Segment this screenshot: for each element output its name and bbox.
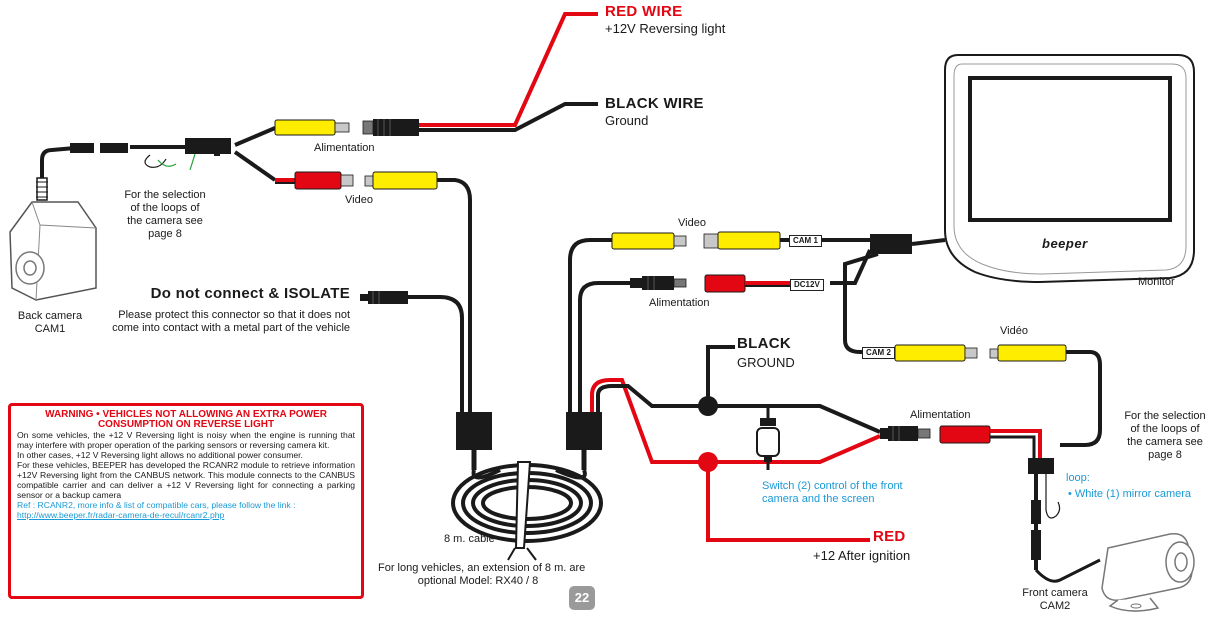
cam1-tag: CAM 1 xyxy=(789,235,822,247)
loops-note-back-line: For the selection xyxy=(124,189,206,201)
monitor-icon xyxy=(944,54,1195,284)
video-mid-label: Video xyxy=(678,217,706,229)
warning-box: WARNING • VEHICLES NOT ALLOWING AN EXTRA… xyxy=(8,403,364,599)
warning-title-line: WARNING • VEHICLES NOT ALLOWING AN EXTRA… xyxy=(45,409,327,420)
loops-note-front-line: page 8 xyxy=(1148,449,1182,461)
isolate-connector xyxy=(360,291,464,420)
back-camera-code: CAM1 xyxy=(34,323,66,335)
alimentation-top-label: Alimentation xyxy=(314,142,375,154)
warning-link[interactable]: http://www.beeper.fr/radar-camera-de-rec… xyxy=(17,510,225,520)
switch-label-line: Switch (2) control of the front xyxy=(762,480,903,492)
power-cable-right xyxy=(578,281,630,412)
long-vehicles-line: optional Model: RX40 / 8 xyxy=(417,575,539,587)
cable-coil-icon xyxy=(451,461,603,561)
red-cable-switch xyxy=(590,378,881,464)
alimentation-mid-label: Alimentation xyxy=(649,297,710,309)
front-camera-name: Front camera xyxy=(1022,587,1088,599)
alimentation-connector-right xyxy=(880,425,1042,460)
video-right-label: Vidéo xyxy=(1000,325,1028,337)
video-connector-mid xyxy=(611,231,870,250)
switch-label-line: camera and the screen xyxy=(762,493,875,505)
red-ignition-wire xyxy=(706,462,870,542)
black-ground-desc: GROUND xyxy=(737,355,795,370)
cam2-video-connector xyxy=(866,344,1102,447)
video-cable-left xyxy=(437,178,472,420)
protect-note-line: Please protect this connector so that it… xyxy=(118,309,350,321)
black-wire-desc: Ground xyxy=(605,113,649,128)
back-camera-connectors xyxy=(70,138,231,171)
loops-note-back-line: page 8 xyxy=(148,228,182,240)
protect-note: Please protect this connector so that it… xyxy=(60,309,350,335)
monitor-brand-logo: beeper xyxy=(1042,236,1088,251)
alimentation-connector-top xyxy=(274,119,419,136)
back-camera-cable xyxy=(40,126,277,182)
video-connector-top xyxy=(275,171,438,190)
back-camera-icon xyxy=(9,177,97,301)
monitor-label: Monitor xyxy=(1138,276,1175,288)
black-wire-title: BLACK WIRE xyxy=(605,95,704,112)
do-not-connect-label: Do not connect & ISOLATE xyxy=(150,285,350,302)
loop-item: • White (1) mirror camera xyxy=(1068,488,1192,500)
back-camera-label: Back camera CAM1 xyxy=(10,310,90,336)
loops-note-back-line: the camera see xyxy=(127,215,203,227)
dc12v-tag: DC12V xyxy=(790,279,824,291)
loops-note-front-line: of the loops of xyxy=(1130,423,1200,435)
red-ignition-desc: +12 After ignition xyxy=(813,548,911,563)
cable-plugs xyxy=(456,412,602,470)
ground-junction xyxy=(698,396,718,416)
video-cable-right xyxy=(568,238,612,412)
warning-paragraph: For these vehicles, BEEPER has developed… xyxy=(17,460,355,500)
loops-note-back-line: of the loops of xyxy=(130,202,200,214)
loops-note-back: For the selection of the loops of the ca… xyxy=(115,189,215,241)
page-number: 22 xyxy=(569,586,595,610)
black-ground-title: BLACK xyxy=(737,335,791,352)
red-wire-desc: +12V Reversing light xyxy=(605,21,726,36)
black-cable-switch xyxy=(596,384,881,434)
cable-length-label: 8 m. cable xyxy=(444,533,495,545)
long-vehicles-note: For long vehicles, an extension of 8 m. … xyxy=(378,562,586,588)
protect-note-line: come into contact with a metal part of t… xyxy=(112,322,350,334)
switch-icon xyxy=(756,406,780,470)
long-vehicles-line: For long vehicles, an extension of 8 m. … xyxy=(378,562,586,574)
ignition-junction xyxy=(698,452,718,472)
monitor-connector xyxy=(843,234,946,354)
loops-note-front: For the selection of the loops of the ca… xyxy=(1110,410,1220,462)
black-wire-top xyxy=(419,102,598,132)
warning-title-line: CONSUMPTION ON REVERSE LIGHT xyxy=(97,419,275,430)
front-camera-icon xyxy=(1101,532,1195,612)
warning-ref: Ref : RCANR2, more info & list of compat… xyxy=(17,500,296,510)
black-ground-wire xyxy=(706,345,735,406)
alimentation-connector-mid xyxy=(630,249,872,293)
back-camera-name: Back camera xyxy=(17,310,83,322)
red-wire-title: RED WIRE xyxy=(605,3,683,20)
front-camera-code: CAM2 xyxy=(1039,600,1071,612)
front-camera-cable xyxy=(1028,458,1101,583)
switch-label: Switch (2) control of the front camera a… xyxy=(762,480,903,506)
cam2-tag: CAM 2 xyxy=(862,347,895,359)
alimentation-right-label: Alimentation xyxy=(910,409,971,421)
red-wire-top xyxy=(419,12,598,127)
warning-paragraph: In other cases, +12 V Reversing light al… xyxy=(17,450,303,460)
red-ignition-title: RED xyxy=(873,528,906,545)
loop-title: loop: xyxy=(1066,472,1090,484)
loops-note-front-line: For the selection xyxy=(1124,410,1206,422)
loops-note-front-line: the camera see xyxy=(1127,436,1203,448)
front-camera-label: Front camera CAM2 xyxy=(1020,587,1090,613)
video-top-label: Video xyxy=(345,194,373,206)
warning-paragraph: On some vehicles, the +12 V Reversing li… xyxy=(17,430,355,450)
